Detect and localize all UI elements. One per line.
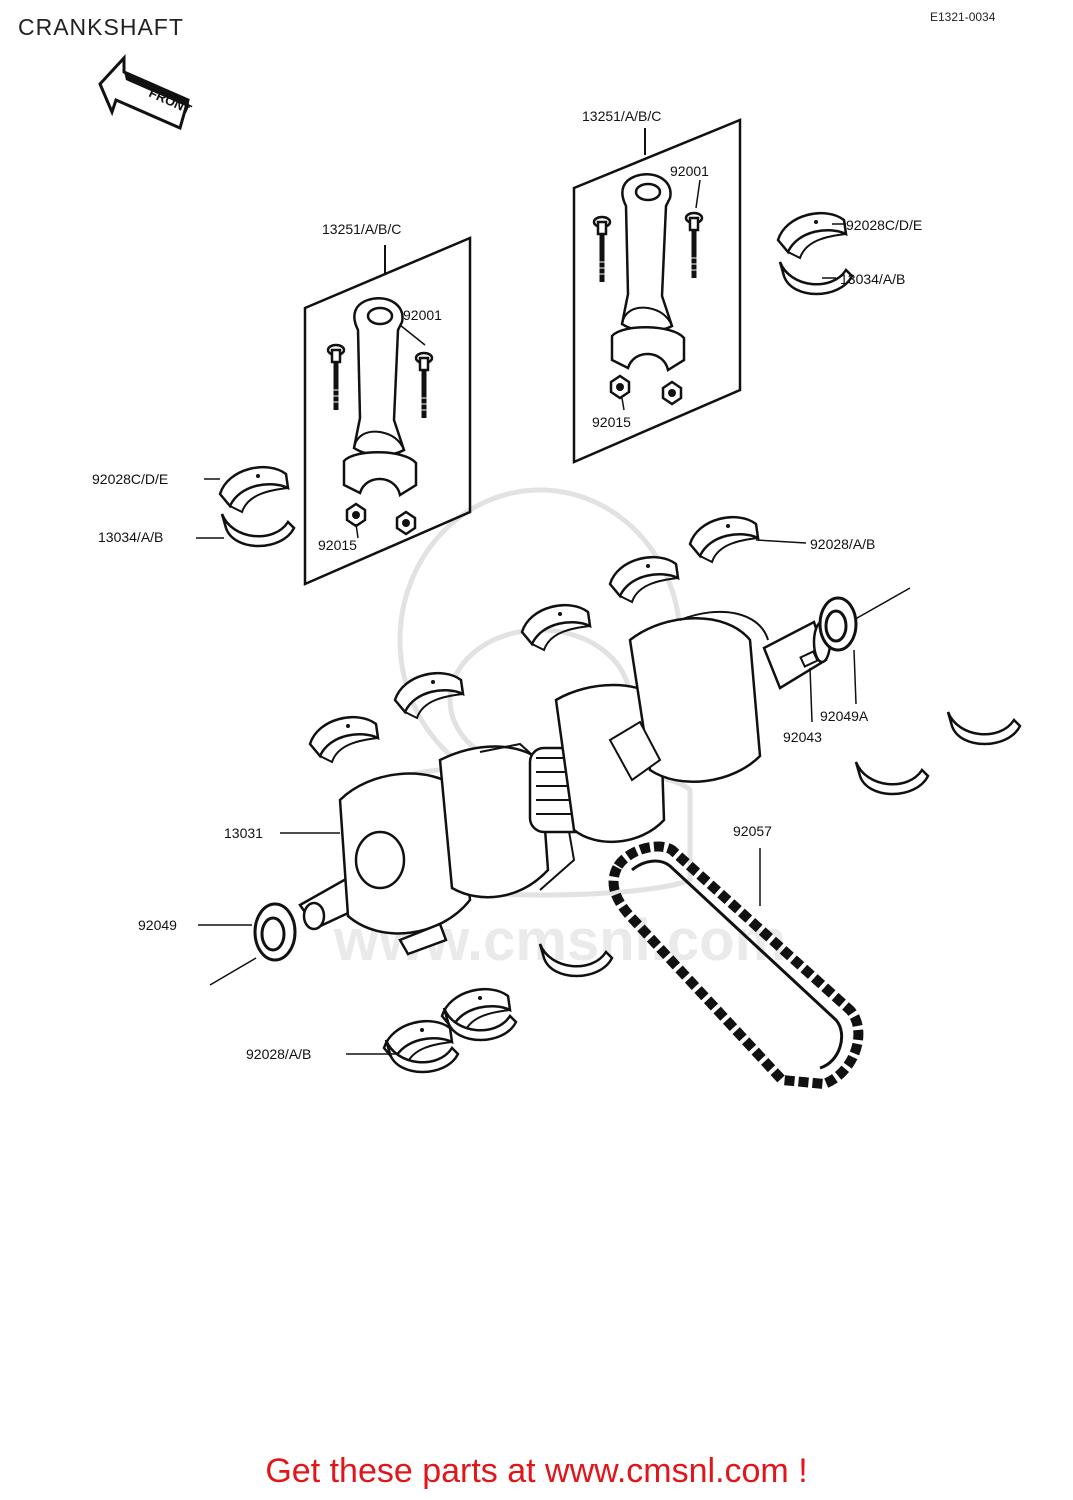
oil-seal-left bbox=[198, 902, 297, 962]
label-conrod-left-nut: 92015 bbox=[318, 537, 357, 553]
crankshaft bbox=[209, 587, 911, 986]
main-bearings-lower bbox=[346, 942, 614, 1074]
label-conrod-left-bolt: 92001 bbox=[403, 307, 442, 323]
label-crankshaft: 13031 bbox=[224, 825, 263, 841]
rod-bearings-left bbox=[196, 465, 296, 548]
label-rod-bearing-upper-right: 92028C/D/E bbox=[846, 217, 922, 233]
label-rod-bearing-lower-right: 13034/A/B bbox=[840, 271, 905, 287]
label-rod-bearing-lower-left: 13034/A/B bbox=[98, 529, 163, 545]
rod-bearings-right bbox=[776, 211, 854, 296]
front-arrow-icon: FRONT bbox=[98, 54, 194, 131]
label-oil-seal-right: 92049A bbox=[820, 708, 869, 724]
label-main-bearing-top: 92028/A/B bbox=[810, 536, 875, 552]
label-conrod-right-nut: 92015 bbox=[592, 414, 631, 430]
label-cam-chain: 92057 bbox=[733, 823, 772, 839]
label-rod-bearing-upper-left: 92028C/D/E bbox=[92, 471, 168, 487]
label-conrod-right-bolt: 92001 bbox=[670, 163, 709, 179]
page-title: CRANKSHAFT bbox=[18, 14, 184, 40]
crank-key bbox=[799, 650, 819, 723]
main-bearings-right bbox=[854, 710, 1022, 796]
oil-seal-right bbox=[818, 596, 858, 705]
main-bearings-upper bbox=[308, 515, 807, 764]
conrod-kit-left bbox=[303, 236, 472, 586]
label-crank-key: 92043 bbox=[783, 729, 822, 745]
label-oil-seal-left: 92049 bbox=[138, 917, 177, 933]
conrod-kit-right bbox=[572, 118, 742, 464]
label-conrod-left: 13251/A/B/C bbox=[322, 221, 401, 237]
reference-code: E1321-0034 bbox=[930, 10, 996, 24]
cam-chain bbox=[608, 841, 864, 1090]
footer-link[interactable]: Get these parts at www.cmsnl.com ! bbox=[265, 1452, 808, 1490]
label-conrod-right: 13251/A/B/C bbox=[582, 108, 661, 124]
label-main-bearing-bottom: 92028/A/B bbox=[246, 1046, 311, 1062]
